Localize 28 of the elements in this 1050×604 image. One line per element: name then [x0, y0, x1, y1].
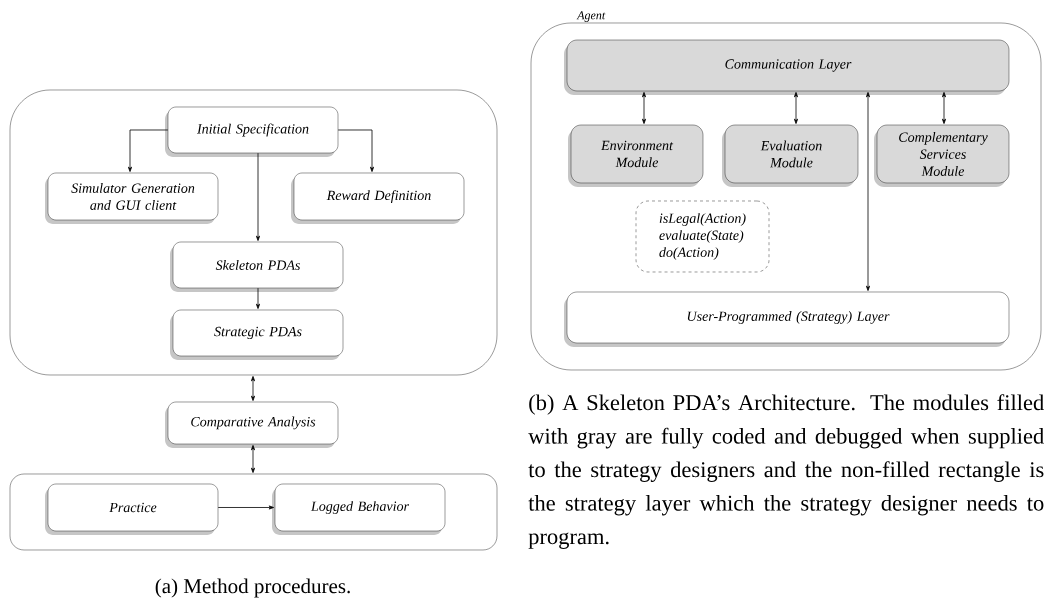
process-box: Comparative Analysis	[165, 401, 339, 448]
arrow	[794, 92, 798, 124]
arrow	[217, 505, 274, 510]
process-box: Strategic PDAs	[170, 309, 344, 360]
module-box: Complementary Services Module	[874, 124, 1010, 187]
arrow	[251, 376, 255, 401]
caption: (a) Method procedures.	[155, 578, 350, 598]
arrow	[642, 92, 646, 124]
caption: (b) A Skeleton PDA’s Architecture. The modules filled with gray are fully coded and debugged when supplied to the strategy designers and the non-filled rectangle is the strategy layer which the strategy designer needs to program.	[528, 394, 1044, 549]
process-box: Logged Behavior	[272, 483, 446, 535]
layer-box: Communication Layer	[564, 39, 1010, 95]
process-box: Reward Definition	[291, 172, 465, 224]
process-box: Simulator Generation and GUI client	[45, 172, 219, 224]
arrow	[256, 152, 260, 241]
arrow	[942, 92, 946, 124]
arrow	[866, 92, 870, 291]
arrow	[128, 129, 169, 172]
layer-box: User-Programmed (Strategy) Layer	[564, 291, 1010, 347]
module-box: Evaluation Module	[722, 124, 859, 187]
node-label: Agent	[576, 11, 606, 22]
method-box: isLegal(Action) evaluate(State) do(Action)	[635, 200, 770, 273]
process-box: Skeleton PDAs	[170, 241, 344, 292]
process-box: Initial Specification	[165, 106, 339, 157]
module-box: Environment Module	[568, 124, 704, 187]
arrow	[256, 287, 260, 309]
arrow	[337, 129, 374, 172]
process-box: Practice	[45, 483, 219, 535]
arrow	[251, 445, 255, 473]
